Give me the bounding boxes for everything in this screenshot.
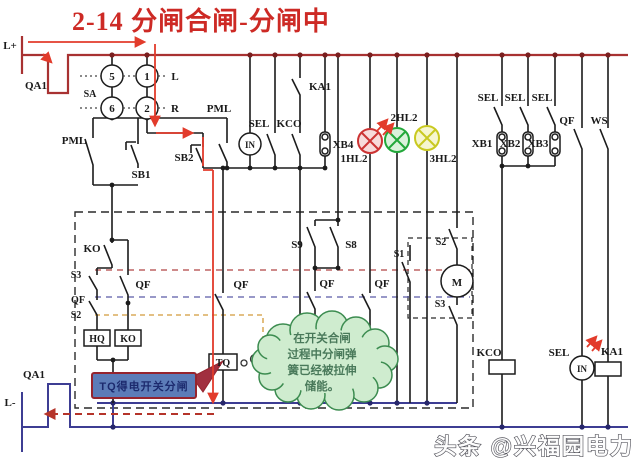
- ka1-coil-box: [594, 361, 622, 377]
- label-qa1-bottom: QA1: [23, 369, 45, 381]
- lamp-1hl2: [357, 128, 383, 154]
- label-sa-1: 1: [144, 71, 150, 83]
- label-hq-coil: HQ: [89, 334, 105, 345]
- label-ko-coil: KO: [120, 334, 136, 345]
- label-sa: SA: [84, 89, 98, 100]
- label-s9: S9: [291, 239, 303, 251]
- fuse-xb1: [496, 131, 508, 157]
- label-qf-hl1: QF: [374, 278, 390, 290]
- ko-coil: [114, 329, 142, 347]
- label-pml-left: PML: [62, 135, 86, 147]
- tq-callout: TQ得电开关分闸: [91, 359, 225, 399]
- label-s3-m: S3: [435, 299, 446, 310]
- cloud-text-line: 储能。: [305, 379, 340, 393]
- label-xb2: XB2: [500, 138, 521, 150]
- label-l-minus: L-: [5, 397, 16, 409]
- label-hl2: 2HL2: [391, 112, 418, 124]
- label-hl1: 1HL2: [341, 153, 368, 165]
- label-pml-top: PML: [207, 103, 231, 115]
- label-s2-left: S2: [71, 310, 82, 321]
- label-sel-top: SEL: [249, 118, 270, 130]
- cloud-text-line: 过程中分闸弹: [288, 347, 357, 361]
- label-qf-top: QF: [559, 115, 575, 127]
- components: [80, 64, 622, 381]
- label-sel-r1: SEL: [478, 92, 499, 104]
- label-ka1-top: KA1: [309, 81, 331, 93]
- label-qf-tq: QF: [233, 279, 249, 291]
- fuse-xb3: [549, 131, 561, 157]
- callout-label: TQ得电开关分闸: [99, 379, 188, 393]
- cloud-text-line: 在开关合闸: [293, 331, 351, 345]
- label-lbl-l: L: [171, 71, 178, 83]
- label-sel-r3: SEL: [532, 92, 553, 104]
- hq-closing-coil: [83, 329, 111, 347]
- label-sb2: SB2: [175, 152, 194, 164]
- label-tq: TQ: [216, 358, 231, 369]
- label-in-bottom: IN: [577, 364, 588, 374]
- label-sel-r2: SEL: [505, 92, 526, 104]
- label-qf-b: QF: [135, 279, 151, 291]
- in-meter-top: [238, 132, 262, 156]
- callout-box: [91, 372, 197, 399]
- lamp-2hl2: [384, 127, 410, 153]
- in-meter-bottom: [569, 355, 595, 381]
- control-wiring: [84, 55, 609, 427]
- label-s1: S1: [394, 249, 405, 260]
- label-qf-s9: QF: [319, 278, 335, 290]
- label-ka1-coil: KA1: [601, 346, 623, 358]
- spring-motor: [440, 264, 474, 298]
- page-title: 2-14 分闸合闸-分闸中: [72, 6, 330, 36]
- label-qa1-top: QA1: [25, 80, 47, 92]
- label-sa-6: 6: [109, 103, 115, 115]
- coil-junction-dot: [110, 357, 116, 363]
- fuse-xb4: [319, 131, 331, 157]
- label-xb4: XB4: [333, 139, 354, 151]
- label-xb3: XB3: [528, 138, 549, 150]
- label-m-motor: M: [452, 277, 463, 289]
- cloud-text-line: 簧已经被拉伸: [288, 363, 357, 377]
- current-trace: [28, 36, 603, 420]
- fuse-xb2: [522, 131, 534, 157]
- label-s8: S8: [345, 239, 357, 251]
- label-kco-coil: KCO: [476, 347, 502, 359]
- label-sb1: SB1: [132, 169, 151, 181]
- kco-coil-box: [488, 359, 516, 375]
- label-ws: WS: [590, 115, 607, 127]
- label-s3-left: S3: [71, 270, 82, 281]
- label-sa-5: 5: [109, 71, 115, 83]
- label-lbl-r: R: [171, 103, 180, 115]
- label-sel-bottom: SEL: [549, 347, 570, 359]
- label-s2-m: S2: [436, 237, 447, 248]
- cloud-note: 在开关合闸 过程中分闸弹 簧已经被拉伸 储能。: [251, 310, 399, 411]
- label-sa-2: 2: [144, 103, 150, 115]
- label-hl3: 3HL2: [430, 153, 457, 165]
- label-kco-top: KCO: [276, 118, 302, 130]
- label-ko-sw: KO: [83, 243, 101, 255]
- label-xb1: XB1: [472, 138, 493, 150]
- label-l-plus: L+: [3, 40, 17, 52]
- label-qf-left: QF: [71, 295, 85, 306]
- sa-mechanical-links: [80, 75, 166, 109]
- watermark: 头条 @兴福园电力: [434, 434, 634, 459]
- label-in-top: IN: [245, 140, 256, 150]
- lamp-3hl2: [414, 125, 440, 151]
